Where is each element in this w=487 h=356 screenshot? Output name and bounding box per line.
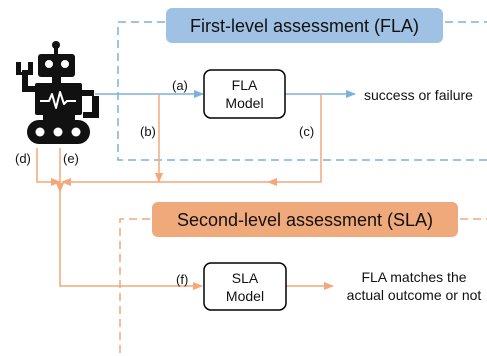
fla-model-line1: FLA xyxy=(232,77,258,93)
edge-c-label: (c) xyxy=(299,124,314,139)
fla-banner: First-level assessment (FLA) xyxy=(166,8,443,43)
edge-f-label: (f) xyxy=(176,272,188,287)
edge-e-label: (e) xyxy=(63,151,79,166)
edge-b-label: (b) xyxy=(140,124,156,139)
edge-d xyxy=(36,148,61,186)
sla-model-line1: SLA xyxy=(232,270,259,286)
fla-output-label: success or failure xyxy=(364,87,473,103)
sla-output-line1: FLA matches the xyxy=(361,269,466,285)
sla-region xyxy=(119,218,487,356)
sla-model-line2: Model xyxy=(226,288,264,304)
sla-output-line2: actual outcome or not xyxy=(347,287,482,303)
edge-f xyxy=(59,192,203,290)
fla-region xyxy=(117,21,487,161)
fla-model-line2: Model xyxy=(225,95,263,111)
sla-banner-label: Second-level assessment (SLA) xyxy=(177,210,433,230)
robot-icon xyxy=(16,41,99,144)
sla-model-box: SLA Model xyxy=(203,262,287,311)
edge-a-label: (a) xyxy=(172,78,188,93)
edge-c xyxy=(267,94,322,186)
fla-banner-label: First-level assessment (FLA) xyxy=(190,16,419,36)
sla-flow xyxy=(36,94,334,290)
edge-d-label: (d) xyxy=(15,151,31,166)
sla-banner: Second-level assessment (SLA) xyxy=(152,202,458,237)
fla-model-box: FLA Model xyxy=(203,69,286,119)
